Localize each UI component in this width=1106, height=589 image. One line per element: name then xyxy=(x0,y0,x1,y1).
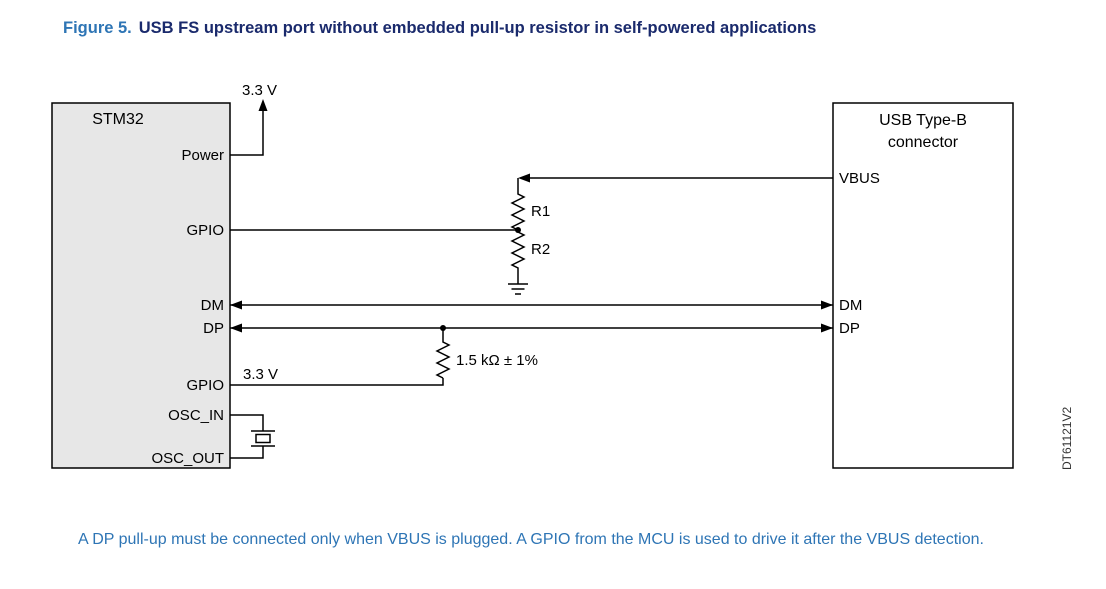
figure-title-text: USB FS upstream port without embedded pu… xyxy=(138,19,817,37)
r1-label: R1 xyxy=(531,203,550,220)
r2-resistor xyxy=(510,230,526,270)
pin-dp-stm32: DP xyxy=(203,320,224,337)
pullup-gpio-wire xyxy=(230,378,444,386)
pin-dp-usb: DP xyxy=(839,320,860,337)
pullup-value-label: 1.5 kΩ ± 1% xyxy=(456,352,538,369)
pin-osc-in: OSC_IN xyxy=(168,407,224,424)
figure-label: Figure 5. xyxy=(63,19,132,37)
crystal-symbol xyxy=(255,433,271,444)
junction-dp-pullup xyxy=(440,325,446,331)
figure-title: Figure 5. USB FS upstream port without em… xyxy=(63,19,816,38)
r1-resistor xyxy=(510,192,526,231)
usb-label-line1: USB Type-B xyxy=(879,112,967,129)
pin-dm-usb: DM xyxy=(839,297,862,314)
power-wire xyxy=(230,111,264,156)
arrow-right-dm-icon xyxy=(821,300,833,310)
junction-r1-r2 xyxy=(515,227,521,233)
osc-in-wire xyxy=(230,414,264,431)
pin-osc-out: OSC_OUT xyxy=(151,450,224,467)
pin-gpio2: GPIO xyxy=(186,377,224,394)
figure-note: A DP pull-up must be connected only when… xyxy=(78,531,984,548)
pin-power: Power xyxy=(181,147,224,164)
r2-label: R2 xyxy=(531,241,550,258)
watermark: DT61121V2 xyxy=(1060,407,1074,470)
arrow-right-dp-icon xyxy=(821,323,833,333)
usb-connector-box xyxy=(832,102,1014,469)
usb-label-line2: connector xyxy=(888,134,959,151)
arrow-up-3v3-icon xyxy=(258,99,268,111)
vbus-wire xyxy=(517,177,833,192)
supply-3v3-top-label: 3.3 V xyxy=(242,82,277,99)
supply-3v3-gpio-label: 3.3 V xyxy=(243,366,278,383)
pin-dm-stm32: DM xyxy=(201,297,224,314)
arrow-left-dp-icon xyxy=(230,323,242,333)
stm32-box xyxy=(51,102,231,469)
ground-symbol xyxy=(508,270,528,295)
stm32-label: STM32 xyxy=(92,111,144,128)
pin-vbus: VBUS xyxy=(839,170,880,187)
crystal-plates xyxy=(251,430,275,447)
pin-gpio1: GPIO xyxy=(186,222,224,239)
arrow-left-dm-icon xyxy=(230,300,242,310)
arrow-left-vbus-icon xyxy=(518,173,530,183)
pullup-resistor xyxy=(435,328,451,379)
osc-out-wire xyxy=(230,446,264,459)
